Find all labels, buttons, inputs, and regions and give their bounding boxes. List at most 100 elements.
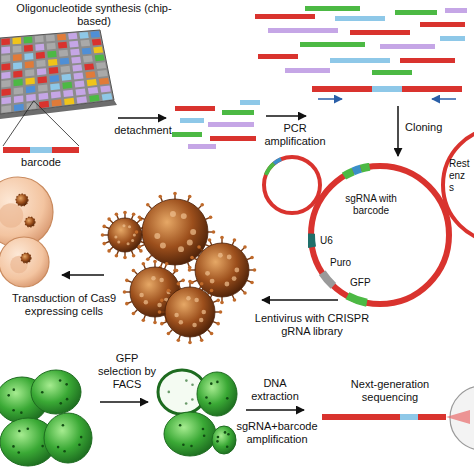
virus-spike	[146, 203, 150, 207]
chip-spot	[1, 38, 10, 45]
step-label: sgRNA+barcode amplification	[234, 420, 320, 446]
chip-spot	[1, 97, 10, 104]
lentivirus	[158, 280, 223, 345]
cas9-cell	[0, 237, 49, 287]
plasmid-segment	[264, 162, 275, 176]
plasmid-segment	[346, 292, 368, 306]
cell-dot	[224, 431, 227, 434]
chip-spot	[80, 40, 90, 47]
virus-spike	[132, 312, 136, 316]
chip-spot	[62, 82, 72, 89]
virus-dot	[127, 242, 130, 245]
chip-spot	[76, 88, 86, 95]
virus-spike	[125, 279, 129, 283]
oligo-fragment	[372, 86, 402, 92]
chip-spot	[74, 80, 84, 87]
virus-spike	[115, 212, 119, 216]
chip-spot	[24, 36, 33, 43]
oligo-fragment	[52, 147, 79, 153]
chip-spot	[97, 70, 107, 77]
chip-spot	[46, 35, 55, 42]
virus-spike	[190, 256, 194, 260]
virus-spike	[123, 211, 127, 215]
oligo-fragment	[312, 86, 372, 92]
chip-spot	[37, 68, 46, 75]
cell-dot	[216, 440, 219, 443]
virus-spike	[160, 322, 164, 326]
chip-spot	[14, 95, 24, 102]
part-label: barcode	[16, 156, 66, 169]
chip-spot	[96, 62, 106, 69]
chip-spot	[1, 63, 10, 70]
chip-spot	[85, 71, 95, 78]
virus-spike	[102, 242, 106, 246]
virus-spike	[233, 298, 237, 302]
chip-spot	[13, 54, 22, 61]
chip-spot	[39, 101, 49, 108]
virus-spike	[138, 245, 142, 249]
step-label: Lentivirus with CRISPR gRNA library	[250, 312, 374, 338]
chip-spot	[51, 91, 61, 98]
chip-spot	[64, 98, 74, 105]
cell-dot	[185, 402, 188, 405]
virus-spike	[101, 233, 105, 237]
lentivirus	[25, 217, 35, 227]
chip-spot	[57, 34, 66, 41]
virus-spike	[135, 230, 139, 234]
cell-dot	[27, 428, 30, 431]
cell-dot	[12, 445, 15, 448]
virus-spike	[181, 279, 185, 283]
virus-spike	[173, 192, 177, 196]
virus-spike	[243, 291, 247, 295]
cell-dot	[226, 445, 229, 448]
cell-dot	[41, 445, 44, 448]
virus-spike	[219, 310, 223, 314]
virus-spike	[146, 257, 150, 261]
virus-dot	[159, 278, 164, 283]
cell-dot	[59, 402, 62, 405]
chip-spot	[1, 47, 10, 54]
chip-spot	[95, 54, 105, 61]
chip-spot	[1, 72, 10, 79]
virus-dot	[128, 225, 131, 228]
oligo-fragment	[440, 36, 465, 41]
virus-spike	[158, 195, 162, 199]
chip-spot	[73, 73, 83, 80]
step-label: DNA extraction	[246, 377, 304, 403]
oligo-fragment	[268, 28, 338, 33]
cell-dot	[227, 433, 230, 436]
virus-spike	[107, 249, 111, 253]
virus-dot	[139, 293, 144, 298]
cell-dot	[12, 409, 15, 412]
cell-dot	[20, 411, 23, 414]
oligo-fragment	[402, 86, 462, 92]
lentivirus	[16, 194, 28, 206]
plasmid-part: Puro	[330, 257, 364, 269]
virus-spike	[188, 280, 192, 284]
plasmid-segment	[360, 163, 370, 173]
virus-body	[195, 243, 249, 297]
gfp-cell	[197, 372, 237, 416]
cell-dot	[210, 382, 213, 385]
process-arrow	[318, 98, 342, 100]
chip-spot	[48, 59, 57, 66]
step-label: Transduction of Cas9 expressing cells	[8, 292, 120, 318]
chip-spot	[38, 84, 48, 91]
oligo-fragment	[305, 6, 360, 11]
virus-spike	[139, 249, 143, 253]
oligo-fragment	[335, 16, 385, 21]
cell-dot	[7, 394, 10, 397]
cell-dot	[80, 436, 83, 439]
virus-spike	[220, 301, 224, 305]
virus-spike	[210, 332, 214, 336]
virus-dot	[205, 271, 210, 276]
process-arrow	[266, 115, 306, 117]
virus-dot	[157, 303, 162, 308]
oligo-fragment	[300, 42, 365, 47]
chip-spot	[35, 44, 44, 51]
cell-dot	[209, 402, 212, 405]
virus-spike	[212, 230, 216, 234]
chip-spot	[93, 47, 103, 54]
oligo-fragment	[188, 144, 216, 149]
